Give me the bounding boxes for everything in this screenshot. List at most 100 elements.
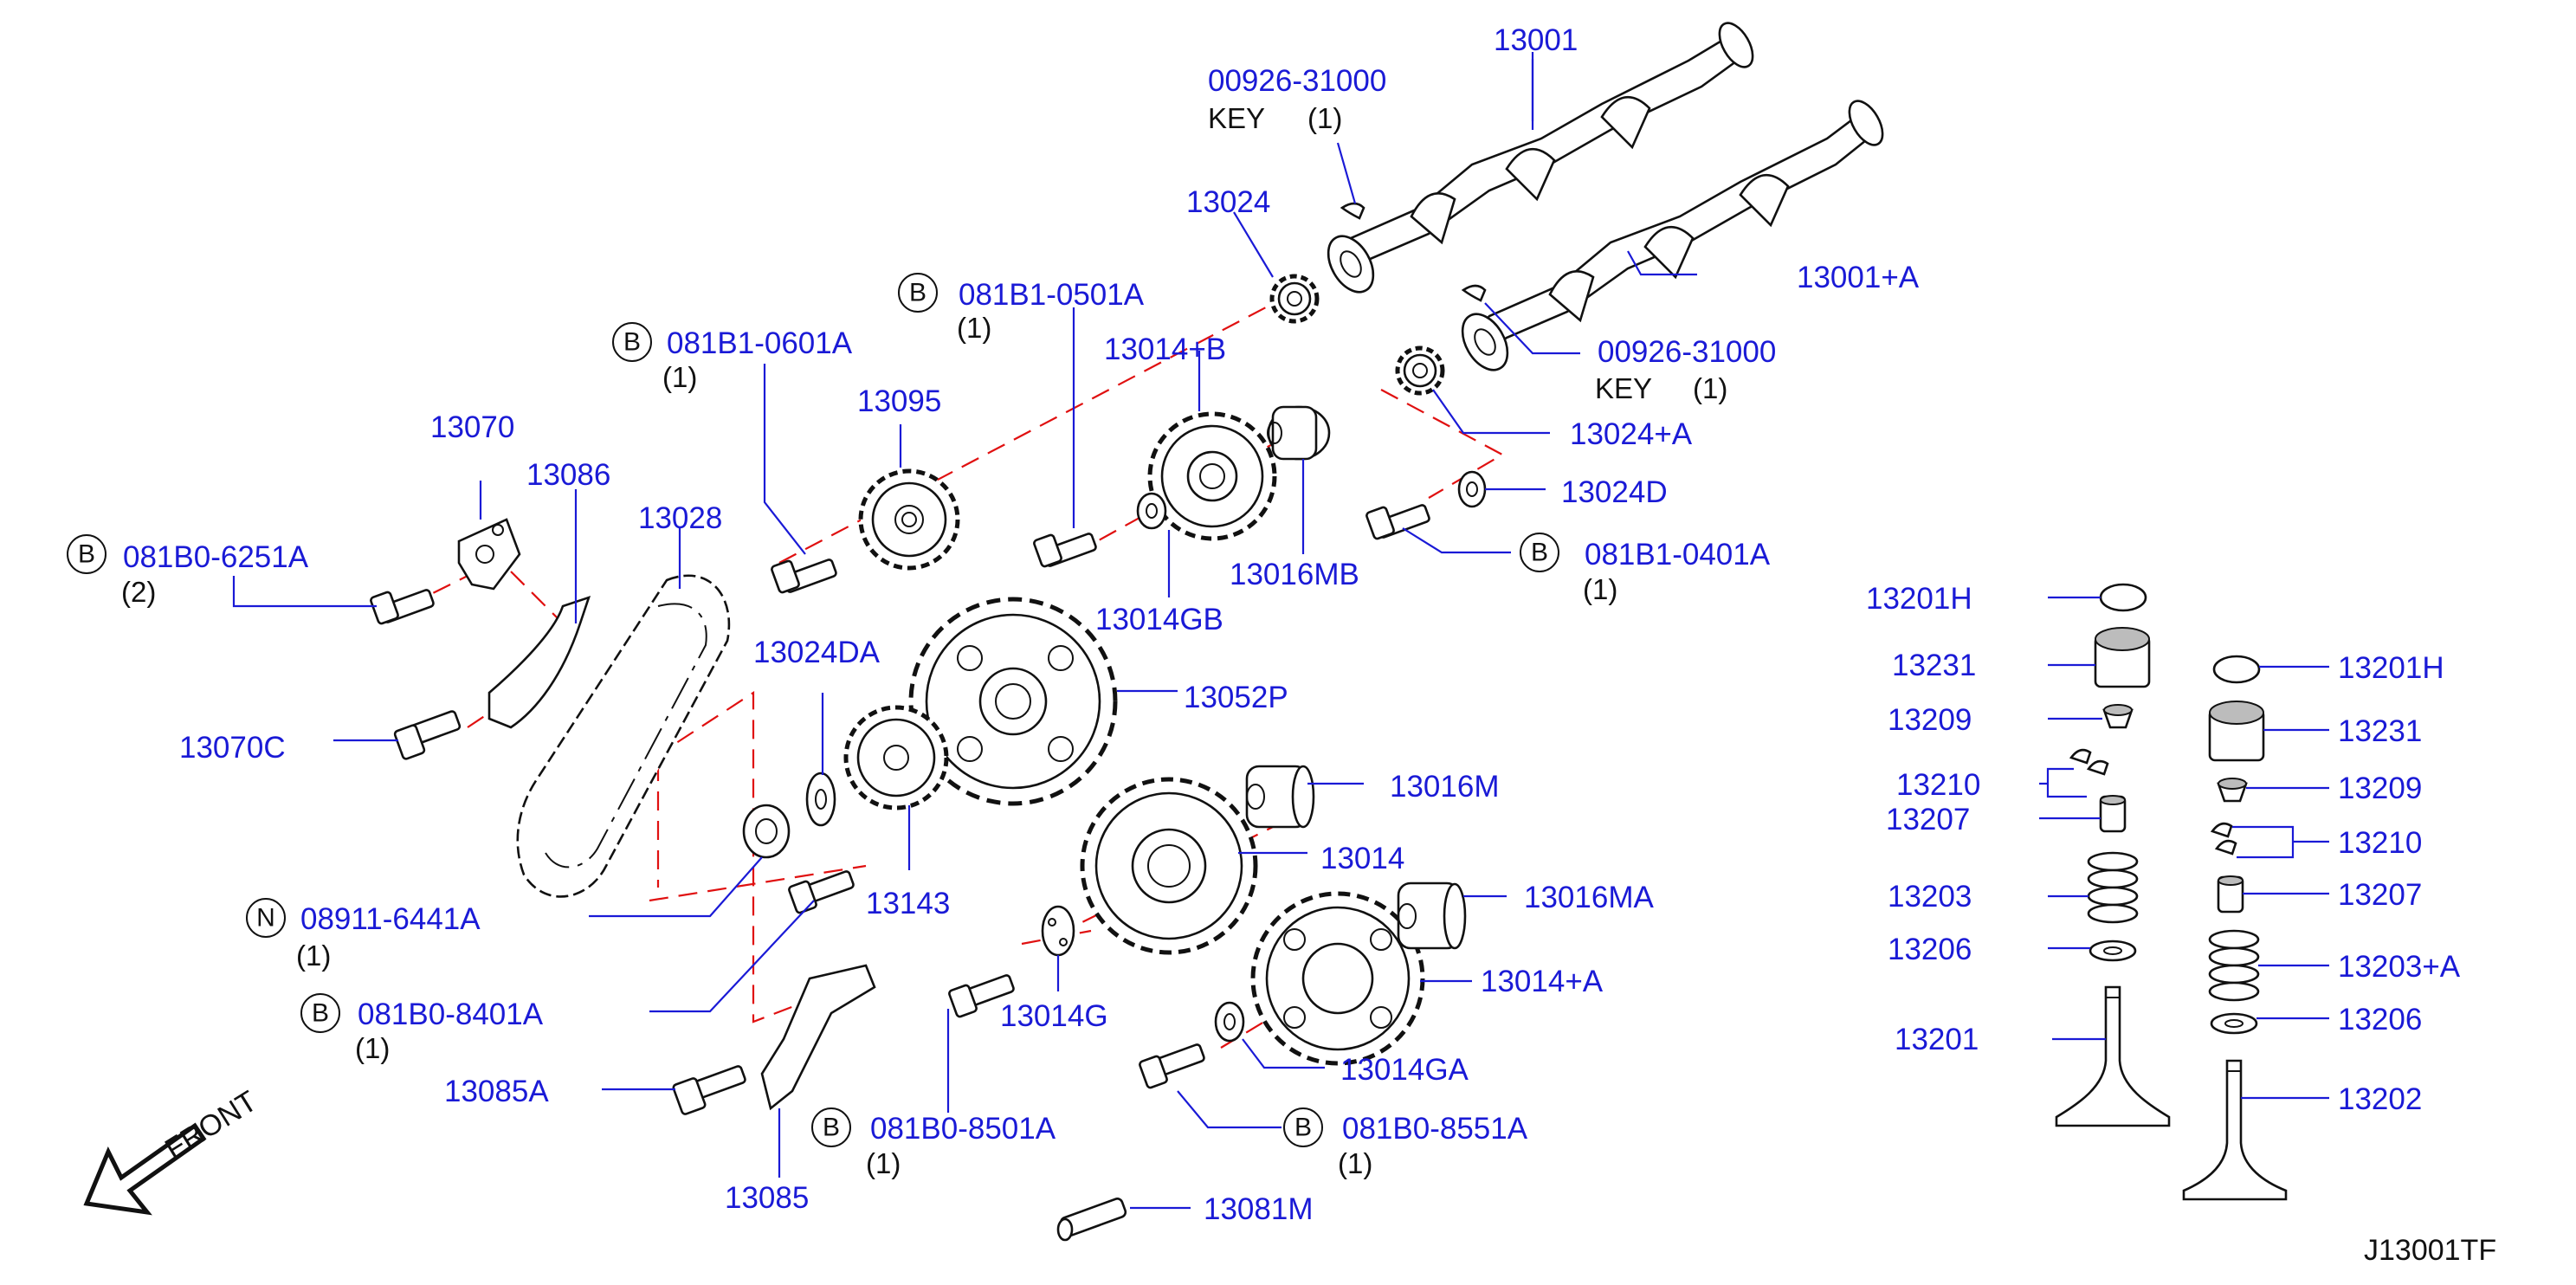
- gear-13014-a[interactable]: [1250, 891, 1425, 1066]
- gear-13014[interactable]: [1080, 777, 1258, 955]
- label-13024d[interactable]: 13024D: [1561, 475, 1668, 509]
- label-13209-left[interactable]: 13209: [1888, 703, 1972, 737]
- label-13201h-right[interactable]: 13201H: [2338, 651, 2444, 685]
- label-13070[interactable]: 13070: [430, 410, 514, 444]
- valve-stack-left: [2055, 583, 2171, 1127]
- label-081b0-8401a[interactable]: 081B0-8401A: [358, 998, 544, 1031]
- label-13085[interactable]: 13085: [725, 1181, 809, 1215]
- label-13014-a[interactable]: 13014+A: [1481, 965, 1604, 998]
- label-13052p[interactable]: 13052P: [1184, 681, 1288, 714]
- label-13024[interactable]: 13024: [1186, 185, 1270, 219]
- gear-13052p[interactable]: [908, 597, 1118, 806]
- label-081b0-8501a[interactable]: 081B0-8501A: [870, 1112, 1056, 1146]
- badge-b-0501a: B: [909, 279, 926, 307]
- label-081b0-8551a[interactable]: 081B0-8551A: [1342, 1112, 1528, 1146]
- label-13001-a[interactable]: 13001+A: [1797, 261, 1920, 294]
- bolt-081b0-8551a[interactable]: [1139, 1043, 1205, 1089]
- label-00926-31000-mid[interactable]: 00926-31000: [1598, 335, 1776, 369]
- bolt-081b1-0501a[interactable]: [1033, 533, 1097, 568]
- label-13014ga[interactable]: 13014GA: [1340, 1053, 1469, 1087]
- gear-13095[interactable]: [858, 468, 960, 571]
- label-13201-left[interactable]: 13201: [1895, 1023, 1979, 1056]
- label-13014g[interactable]: 13014G: [1000, 999, 1108, 1033]
- camshaft-13001[interactable]: [1319, 17, 1759, 300]
- label-08911-6441a[interactable]: 08911-6441A: [300, 902, 481, 936]
- qty-081b0-8551a: (1): [1338, 1147, 1372, 1179]
- badge-n-6441a: N: [256, 904, 275, 933]
- label-13016mb[interactable]: 13016MB: [1230, 558, 1359, 591]
- key-top[interactable]: [1340, 202, 1365, 220]
- bolt-081b1-0401a[interactable]: [1365, 504, 1430, 540]
- label-13210-right[interactable]: 13210: [2338, 826, 2422, 860]
- sprocket-13024-a[interactable]: [1395, 345, 1445, 396]
- valve-lifter-13231-right[interactable]: [2208, 701, 2265, 762]
- badge-b-0401a: B: [1531, 539, 1548, 567]
- washer-13014gb[interactable]: [1136, 492, 1167, 530]
- label-13206-right[interactable]: 13206: [2338, 1003, 2422, 1036]
- gear-13014-b[interactable]: [1147, 411, 1277, 541]
- label-13016m[interactable]: 13016M: [1390, 770, 1499, 804]
- label-13210-left[interactable]: 13210: [1896, 768, 1980, 802]
- hub-13016mb[interactable]: [1267, 405, 1331, 461]
- bolt-081b0-8401a[interactable]: [788, 870, 855, 914]
- key-mid[interactable]: [1461, 284, 1487, 302]
- bolt-081b0-6251a[interactable]: [370, 589, 435, 625]
- chain-guide-13086[interactable]: [487, 595, 591, 729]
- label-13203-left[interactable]: 13203: [1888, 880, 1972, 914]
- pin-13081m[interactable]: [1056, 1198, 1127, 1242]
- sprocket-13024[interactable]: [1269, 274, 1320, 324]
- washer-13014g[interactable]: [1041, 905, 1075, 957]
- nut-08911-6441a[interactable]: [742, 804, 791, 859]
- label-13085a[interactable]: 13085A: [444, 1075, 549, 1108]
- chain-guide-13085[interactable]: [760, 964, 876, 1111]
- gear-13143[interactable]: [843, 705, 949, 810]
- bolt-13085a[interactable]: [672, 1065, 746, 1115]
- label-13016ma[interactable]: 13016MA: [1524, 881, 1654, 914]
- label-13014[interactable]: 13014: [1320, 842, 1404, 875]
- label-081b1-0501a[interactable]: 081B1-0501A: [959, 278, 1145, 312]
- label-13143[interactable]: 13143: [866, 887, 950, 920]
- bolt-081b0-8501a[interactable]: [948, 974, 1015, 1018]
- valve-13201[interactable]: [2055, 985, 2171, 1127]
- camshaft-13001-a[interactable]: [1453, 95, 1889, 378]
- label-13024da[interactable]: 13024DA: [753, 636, 881, 669]
- valve-lifter-13231-left[interactable]: [2094, 627, 2151, 688]
- washer-13024d[interactable]: [1457, 470, 1487, 508]
- label-081b1-0401a[interactable]: 081B1-0401A: [1585, 538, 1771, 571]
- hub-13016ma[interactable]: [1397, 881, 1467, 950]
- qty-08911-6441a: (1): [296, 940, 331, 972]
- label-13070c[interactable]: 13070C: [179, 731, 286, 765]
- label-081b1-0601a[interactable]: 081B1-0601A: [667, 326, 853, 360]
- washer-13024da[interactable]: [805, 772, 836, 827]
- label-13081m[interactable]: 13081M: [1204, 1192, 1313, 1226]
- label-13206-left[interactable]: 13206: [1888, 933, 1972, 966]
- bolt-13070c[interactable]: [393, 710, 462, 760]
- label-13207-right[interactable]: 13207: [2338, 878, 2422, 912]
- label-081b0-6251a[interactable]: 081B0-6251A: [123, 540, 309, 574]
- label-13024-a[interactable]: 13024+A: [1570, 417, 1693, 451]
- label-13086[interactable]: 13086: [526, 458, 610, 492]
- valve-13202[interactable]: [2182, 1059, 2288, 1201]
- label-13028[interactable]: 13028: [638, 501, 722, 535]
- label-13203-a-right[interactable]: 13203+A: [2338, 950, 2461, 984]
- label-13207-left[interactable]: 13207: [1886, 803, 1970, 836]
- diagram-code: J13001TF: [2364, 1234, 2496, 1267]
- label-00926-31000-top[interactable]: 00926-31000: [1208, 64, 1386, 98]
- valve-spring-13203-a[interactable]: [2208, 929, 2260, 1002]
- label-13014-b[interactable]: 13014+B: [1104, 333, 1226, 366]
- label-13014gb[interactable]: 13014GB: [1095, 603, 1223, 636]
- label-13001[interactable]: 13001: [1494, 23, 1578, 57]
- label-13231-right[interactable]: 13231: [2338, 714, 2422, 748]
- timing-chain-13028[interactable]: [516, 574, 731, 898]
- label-13209-right[interactable]: 13209: [2338, 772, 2422, 805]
- label-13201h-left[interactable]: 13201H: [1866, 582, 1972, 616]
- leader-lines: [232, 52, 2329, 1210]
- label-13095[interactable]: 13095: [857, 384, 941, 418]
- valve-spring-13203[interactable]: [2087, 851, 2139, 924]
- label-13231-left[interactable]: 13231: [1892, 649, 1976, 682]
- tensioner-13070[interactable]: [457, 518, 521, 591]
- bolt-081b1-0601a[interactable]: [771, 559, 837, 594]
- washer-13014ga[interactable]: [1214, 1001, 1245, 1043]
- hub-13016m[interactable]: [1245, 765, 1315, 829]
- label-13202-right[interactable]: 13202: [2338, 1082, 2422, 1116]
